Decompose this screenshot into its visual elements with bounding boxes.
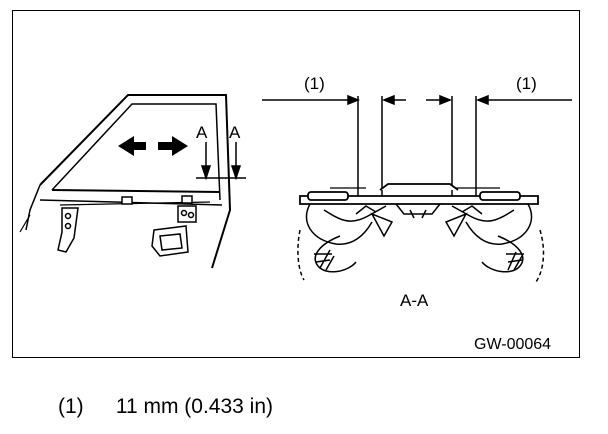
legend-text: 11 mm (0.433 in)	[115, 395, 274, 418]
movement-arrow-icon	[118, 136, 188, 156]
dimension-lines	[262, 94, 572, 196]
callout-1-right: (1)	[516, 74, 537, 93]
section-arrows	[196, 142, 246, 181]
door-window-view	[19, 94, 232, 269]
legend-marker: (1)	[58, 395, 84, 418]
section-title: A-A	[400, 291, 429, 310]
regulator-brackets	[57, 205, 197, 257]
glass-section	[299, 183, 539, 205]
figure-frame	[12, 10, 580, 358]
callout-1-left: (1)	[304, 74, 325, 93]
legend-item: (1) 11 mm (0.433 in)	[58, 395, 273, 419]
regulator-mechanism	[297, 203, 545, 283]
figure-code: GW-00064	[474, 336, 552, 353]
section-label-a-2: A	[229, 123, 241, 142]
section-label-a-1: A	[196, 123, 208, 142]
glass-clips	[121, 195, 193, 205]
